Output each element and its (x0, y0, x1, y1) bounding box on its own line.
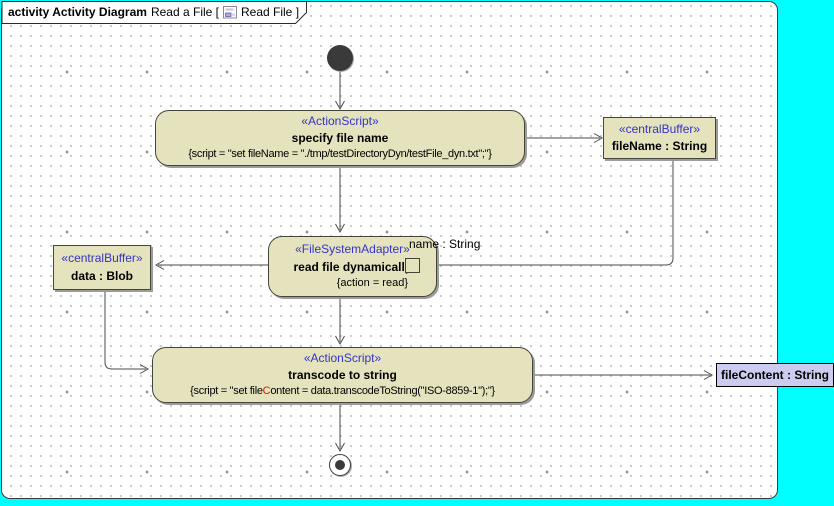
stereotype-label: «FileSystemAdapter» (295, 242, 410, 257)
buffer-name: data : Blob (71, 268, 133, 283)
action-name: transcode to string (288, 368, 397, 383)
frame-tab-context: Read File ] (241, 5, 300, 19)
buffer-name: fileName : String (611, 139, 708, 153)
action-constraint: {action = read} (336, 276, 408, 289)
script-highlight: C (262, 385, 271, 398)
frame-tab-name: Read a File [ (150, 5, 219, 19)
activity-final-dot (335, 460, 345, 470)
frame-tab: activity Activity Diagram Read a File [ … (8, 4, 299, 20)
stereotype-label: «ActionScript» (301, 113, 379, 128)
activity-diagram-icon (223, 5, 237, 18)
initial-node[interactable] (327, 45, 353, 71)
action-script-text: {script = "set fileContent = data.transc… (190, 384, 495, 400)
buffer-filename[interactable]: «centralBuffer» fileName : String (603, 117, 716, 159)
action-transcode-to-string[interactable]: «ActionScript» transcode to string {scri… (152, 347, 533, 403)
action-specify-file-name[interactable]: «ActionScript» specify file name {script… (155, 110, 525, 166)
activity-final-node[interactable] (329, 454, 351, 476)
script-prefix: {script = "set file (190, 385, 263, 398)
action-name: specify file name (291, 131, 389, 146)
script-suffix: ontent = data.transcodeToString("ISO-885… (270, 385, 495, 398)
buffer-data[interactable]: «centralBuffer» data : Blob (53, 245, 151, 290)
stereotype-label: «centralBuffer» (618, 121, 701, 136)
object-node-filecontent[interactable]: fileContent : String (716, 363, 834, 387)
action-name: read file dynamically (293, 259, 412, 274)
frame-tab-title: activity Activity Diagram (8, 5, 147, 19)
action-script-text: {script = "set fileName = "./tmp/testDir… (188, 148, 492, 161)
object-node-name: fileContent : String (721, 368, 829, 382)
pin-label: name : String (409, 237, 481, 251)
stereotype-label: «centralBuffer» (61, 251, 143, 266)
input-pin-name[interactable] (405, 258, 420, 273)
stereotype-label: «ActionScript» (303, 350, 382, 365)
